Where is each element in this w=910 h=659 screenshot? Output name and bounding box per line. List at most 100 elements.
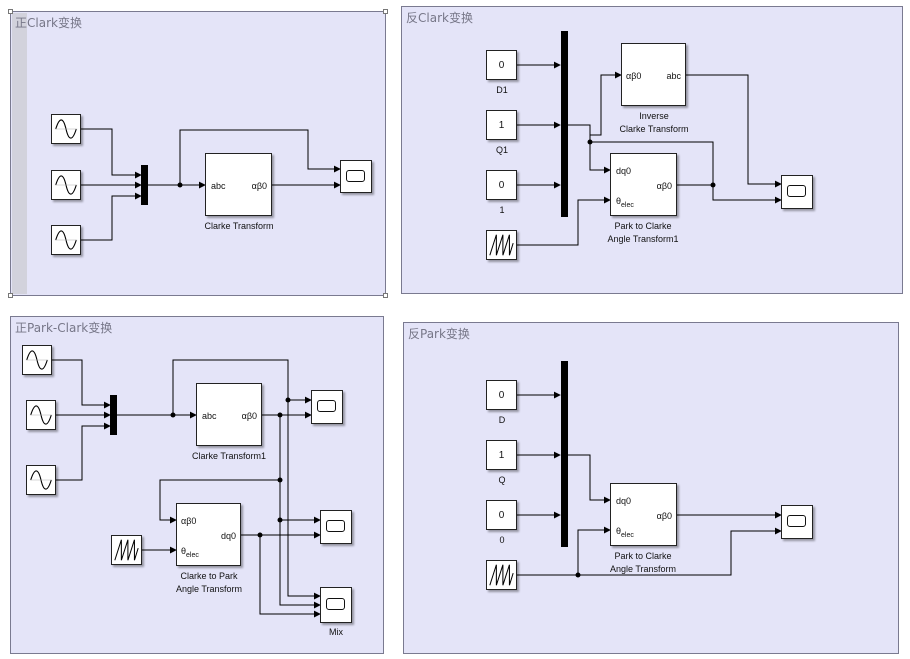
sine-wave-block[interactable] (51, 114, 81, 144)
constant-block[interactable]: 0 (486, 170, 517, 200)
scope-screen-icon (787, 515, 806, 527)
block-name[interactable]: Q1 (495, 145, 509, 155)
scope-block[interactable] (340, 160, 372, 193)
selection-strip (12, 13, 27, 294)
port-in-dq0: dq0 (616, 166, 632, 176)
constant-value: 0 (498, 179, 505, 191)
port-out: αβ0 (251, 181, 267, 191)
clarke-transform-block[interactable]: abc αβ0 (205, 153, 272, 216)
port-in-alphabeta0: αβ0 (181, 516, 197, 526)
scope-screen-icon (326, 598, 345, 610)
sine-wave-block[interactable] (26, 400, 56, 430)
constant-block[interactable]: 0 (486, 380, 517, 410)
theta-subscript: elec (621, 201, 634, 209)
block-name-line2[interactable]: Angle Transform1 (607, 234, 679, 244)
area-title: 正Park-Clark变换 (15, 321, 113, 335)
ramp-block[interactable] (486, 230, 517, 260)
sawtooth-icon (489, 564, 514, 586)
scope-screen-icon (317, 400, 336, 412)
sine-wave-block[interactable] (26, 465, 56, 495)
constant-block[interactable]: 1 (486, 110, 517, 140)
port-in-theta: θelec (181, 546, 199, 561)
scope-screen-icon (346, 169, 365, 182)
block-name[interactable]: D (498, 415, 506, 425)
block-name-line2[interactable]: Angle Transform (175, 584, 243, 594)
sine-wave-icon (25, 350, 49, 370)
port-in: αβ0 (626, 71, 642, 81)
block-name-line1[interactable]: Park to Clarke (614, 221, 672, 231)
port-out: αβ0 (241, 411, 257, 421)
theta-subscript: elec (621, 531, 634, 539)
ramp-block[interactable] (486, 560, 517, 590)
port-in-theta: θelec (616, 196, 634, 211)
constant-value: 1 (498, 119, 505, 131)
sine-wave-block[interactable] (22, 345, 52, 375)
inverse-clarke-transform-block[interactable]: αβ0 abc (621, 43, 686, 106)
mux-block[interactable] (561, 361, 568, 547)
sine-wave-icon (54, 119, 78, 139)
clarke-transform-block[interactable]: abc αβ0 (196, 383, 262, 446)
constant-value: 0 (498, 59, 505, 71)
theta-symbol: θ (616, 196, 622, 206)
area-title: 反Clark变换 (406, 11, 473, 25)
sine-wave-block[interactable] (51, 170, 81, 200)
block-name-line1[interactable]: Inverse (639, 111, 669, 121)
constant-block[interactable]: 0 (486, 50, 517, 80)
sine-wave-icon (29, 405, 53, 425)
constant-block[interactable]: 0 (486, 500, 517, 530)
block-name[interactable]: Clarke Transform (204, 221, 274, 231)
theta-symbol: θ (616, 526, 622, 536)
port-in: abc (202, 411, 217, 421)
clarke-to-park-angle-transform-block[interactable]: αβ0 θelec dq0 (176, 503, 241, 566)
ramp-block[interactable] (111, 535, 142, 565)
block-name[interactable]: Q (498, 475, 506, 485)
theta-symbol: θ (181, 546, 187, 556)
port-out: αβ0 (656, 511, 672, 521)
block-name-line2[interactable]: Angle Transform (609, 564, 677, 574)
sawtooth-icon (114, 539, 139, 561)
port-in-theta: θelec (616, 526, 634, 541)
port-out: αβ0 (656, 181, 672, 191)
mux-block[interactable] (110, 395, 117, 435)
scope-block[interactable] (781, 505, 813, 539)
port-in-dq0: dq0 (616, 496, 632, 506)
sine-wave-icon (29, 470, 53, 490)
sine-wave-block[interactable] (51, 225, 81, 255)
block-name[interactable]: D1 (496, 85, 508, 95)
park-to-clarke-angle-transform-block[interactable]: dq0 θelec αβ0 (610, 483, 677, 546)
block-name[interactable]: 0 (499, 535, 505, 545)
block-name-line2[interactable]: Clarke Transform (619, 124, 689, 134)
resize-handle-tr[interactable] (383, 9, 388, 14)
mix-scope-block[interactable] (320, 587, 352, 623)
resize-handle-tl[interactable] (8, 9, 13, 14)
port-out: abc (666, 71, 681, 81)
block-name-line1[interactable]: Clarke to Park (180, 571, 238, 581)
block-name[interactable]: Clarke Transform1 (191, 451, 267, 461)
resize-handle-bl[interactable] (8, 293, 13, 298)
constant-value: 0 (498, 509, 505, 521)
scope-screen-icon (787, 185, 806, 197)
constant-block[interactable]: 1 (486, 440, 517, 470)
area-title: 反Park变换 (408, 327, 470, 341)
block-name[interactable]: 1 (499, 205, 505, 215)
scope-screen-icon (326, 520, 345, 532)
resize-handle-br[interactable] (383, 293, 388, 298)
scope-block[interactable] (320, 510, 352, 544)
constant-value: 1 (498, 449, 505, 461)
sine-wave-icon (54, 230, 78, 250)
sawtooth-icon (489, 234, 514, 256)
block-name-line1[interactable]: Park to Clarke (614, 551, 672, 561)
theta-subscript: elec (186, 551, 199, 559)
area-title: 正Clark变换 (15, 16, 82, 30)
block-name[interactable]: Mix (329, 627, 343, 637)
port-in: abc (211, 181, 226, 191)
scope-block[interactable] (311, 390, 343, 424)
port-out: dq0 (220, 531, 236, 541)
scope-block[interactable] (781, 175, 813, 209)
constant-value: 0 (498, 389, 505, 401)
mux-block[interactable] (561, 31, 568, 217)
mux-block[interactable] (141, 165, 148, 205)
park-to-clarke-angle-transform-block[interactable]: dq0 θelec αβ0 (610, 153, 677, 216)
sine-wave-icon (54, 175, 78, 195)
